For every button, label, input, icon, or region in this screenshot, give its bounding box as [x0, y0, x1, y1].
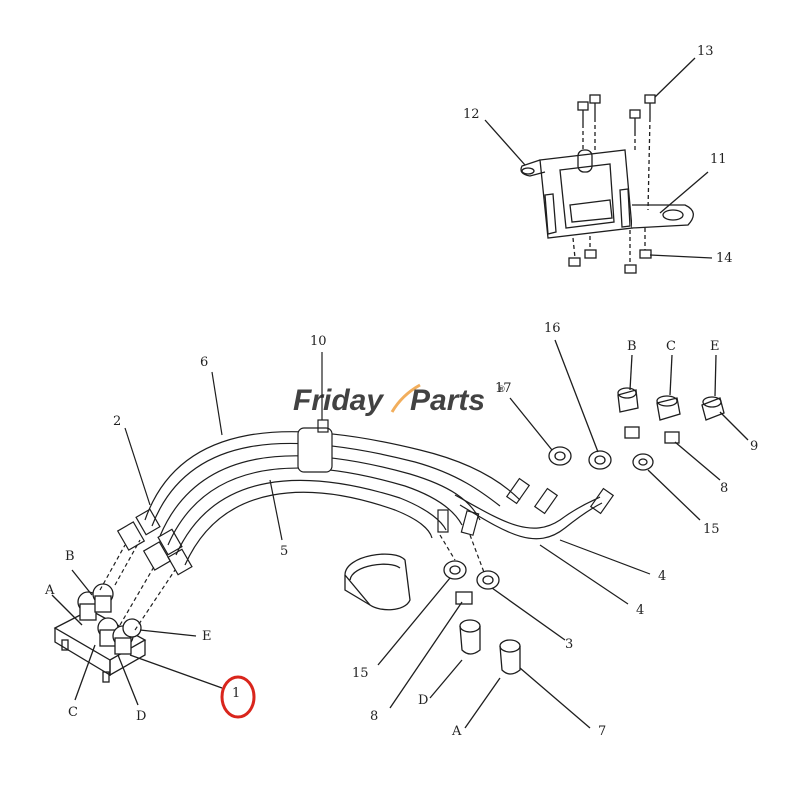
plug-set-upper [509, 339, 749, 521]
control-valve-block [51, 569, 223, 706]
callout-17: 17 [495, 381, 512, 396]
watermark-registered-mark: ® [498, 384, 505, 394]
callout-6: 6 [200, 355, 208, 370]
callout-15-lower: 15 [352, 666, 369, 681]
callout-3: 3 [565, 637, 573, 652]
callout-8-lower: 8 [370, 709, 378, 724]
port-label-valve-a: A [44, 583, 55, 598]
callout-7: 7 [598, 724, 606, 739]
watermark-logo: Friday Parts ® [293, 383, 505, 417]
port-label-top-c: C [666, 339, 676, 354]
highlight-circle [220, 675, 256, 719]
washer-set-lower [377, 560, 591, 729]
port-label-valve-b: B [65, 549, 75, 564]
watermark-text-parts: Parts [410, 384, 485, 417]
callout-16: 16 [544, 321, 561, 336]
hose-bundle [99, 352, 651, 631]
port-label-low-d: D [418, 693, 428, 708]
callout-4-lower: 4 [636, 603, 644, 618]
port-label-valve-c: C [68, 705, 78, 720]
watermark-text-friday: Friday [293, 384, 384, 417]
callout-13: 13 [697, 44, 714, 59]
callout-9: 9 [750, 439, 758, 454]
watermark-swoosh-icon [390, 383, 421, 413]
callout-11: 11 [710, 152, 727, 167]
callout-2: 2 [113, 414, 121, 429]
hose-clip [344, 553, 411, 611]
nut-14-set [568, 249, 652, 274]
callout-4-upper: 4 [658, 569, 666, 584]
port-label-low-a: A [451, 724, 462, 739]
callout-1: 1 [232, 686, 240, 701]
callout-8-upper: 8 [720, 481, 728, 496]
callout-12: 12 [463, 107, 480, 122]
callout-5: 5 [280, 544, 288, 559]
port-label-top-b: B [627, 339, 637, 354]
port-label-top-e: E [710, 339, 720, 354]
port-label-valve-e: E [202, 629, 212, 644]
port-label-valve-d: D [136, 709, 146, 724]
bolt-13-set [577, 94, 656, 132]
callout-10: 10 [310, 334, 327, 349]
bracket-assembly [484, 57, 713, 274]
callout-14: 14 [716, 251, 733, 266]
callout-15-upper: 15 [703, 522, 720, 537]
callout-labels: 13 12 11 14 10 6 2 5 16 17 9 8 15 4 4 3 … [44, 44, 758, 739]
